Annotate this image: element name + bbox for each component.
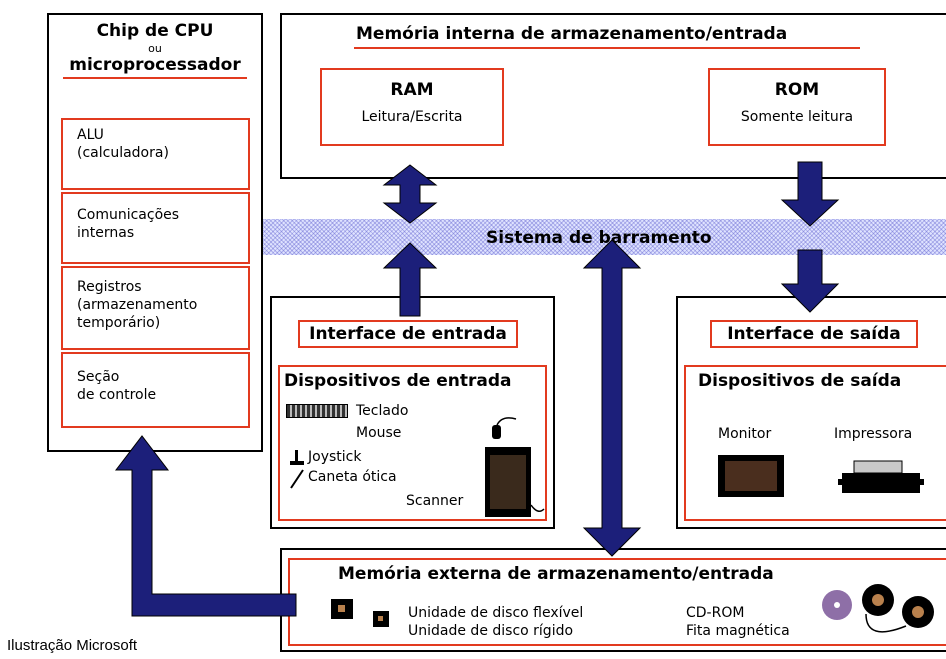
bus-label: Sistema de barramento (486, 228, 712, 248)
mouse-icon (492, 417, 517, 439)
cpu-subtitle-underline (63, 77, 247, 79)
hard-drive-icon (373, 611, 389, 627)
input-panel: Interface de entrada Dispositivos de ent… (270, 296, 555, 529)
cpu-item-text: de controle (77, 387, 157, 403)
internal-memory-underline (354, 47, 860, 49)
joystick-label: Joystick (308, 449, 362, 465)
rom-desc: Somente leitura (740, 109, 854, 125)
output-devices-title: Dispositivos de saída (698, 371, 902, 391)
cpu-title: Chip de CPU (96, 21, 214, 41)
tape-label: Fita magnética (686, 623, 790, 639)
cpu-item-text: internas (77, 225, 135, 241)
cpu-item-text: temporário) (77, 315, 161, 331)
floppy-drive-icon (331, 599, 353, 619)
mouse-label: Mouse (356, 425, 402, 441)
input-up-arrow (382, 242, 438, 317)
output-devices-box: Dispositivos de saída Monitor Impressora (684, 365, 946, 521)
rom-down-arrow (780, 161, 840, 227)
scanner-label: Scanner (406, 493, 464, 509)
output-panel: Interface de saída Dispositivos de saída… (676, 296, 946, 529)
ram-desc: Leitura/Escrita (361, 109, 463, 125)
input-devices-box: Dispositivos de entrada Teclado Mouse Jo… (278, 365, 547, 521)
ram-title: RAM (390, 80, 434, 100)
cpu-or: ou (148, 42, 162, 55)
external-memory-title: Memória externa de armazenamento/entrada (338, 564, 774, 584)
light-pen-icon (290, 469, 304, 489)
keyboard-label: Teclado (356, 403, 409, 419)
cdrom-label: CD-ROM (686, 605, 745, 621)
external-to-cpu-arrow (114, 435, 297, 617)
cd-rom-icon (822, 590, 852, 620)
joystick-icon (290, 450, 304, 465)
cpu-item-text: (armazenamento (77, 297, 198, 313)
rom-title: ROM (774, 80, 820, 100)
cpu-item-controle: Seção de controle (61, 352, 250, 428)
cpu-item-comunicacoes: Comunicações internas (61, 192, 250, 264)
output-down-arrow (780, 249, 840, 313)
rom-box: ROM Somente leitura (708, 68, 886, 146)
cpu-panel: Chip de CPU ou microprocessador ALU (cal… (47, 13, 263, 452)
internal-memory-title: Memória interna de armazenamento/entrada (356, 24, 788, 44)
keyboard-icon (286, 404, 348, 418)
input-devices-title: Dispositivos de entrada (284, 371, 512, 391)
output-interface-box: Interface de saída (710, 320, 918, 348)
cpu-item-text: (calculadora) (77, 145, 169, 161)
cpu-item-text: Registros (77, 279, 142, 295)
bus-external-arrow (582, 239, 642, 557)
cpu-subtitle: microprocessador (69, 55, 241, 75)
printer-label: Impressora (834, 426, 913, 442)
monitor-label: Monitor (718, 426, 772, 442)
light-pen-label: Caneta ótica (308, 469, 397, 485)
internal-memory-panel: Memória interna de armazenamento/entrada… (280, 13, 946, 179)
ram-box: RAM Leitura/Escrita (320, 68, 504, 146)
external-memory-box: Memória externa de armazenamento/entrada… (288, 558, 946, 646)
cpu-item-text: Comunicações (77, 207, 180, 223)
printer-icon (838, 460, 924, 493)
external-memory-panel: Memória externa de armazenamento/entrada… (280, 548, 946, 652)
monitor-icon (718, 455, 784, 497)
magnetic-tape-icon (862, 584, 934, 633)
cpu-item-text: Seção (77, 369, 120, 385)
credit-text: Ilustração Microsoft (7, 637, 138, 654)
input-interface-box: Interface de entrada (298, 320, 518, 348)
hard-disk-label: Unidade de disco rígido (408, 623, 574, 639)
system-bus (262, 219, 946, 255)
scanner-icon (485, 447, 545, 517)
cpu-item-text: ALU (77, 127, 104, 143)
ram-bus-arrow (382, 164, 438, 224)
cpu-item-alu: ALU (calculadora) (61, 118, 250, 190)
floppy-label: Unidade de disco flexível (408, 605, 584, 621)
cpu-item-registros: Registros (armazenamento temporário) (61, 266, 250, 350)
